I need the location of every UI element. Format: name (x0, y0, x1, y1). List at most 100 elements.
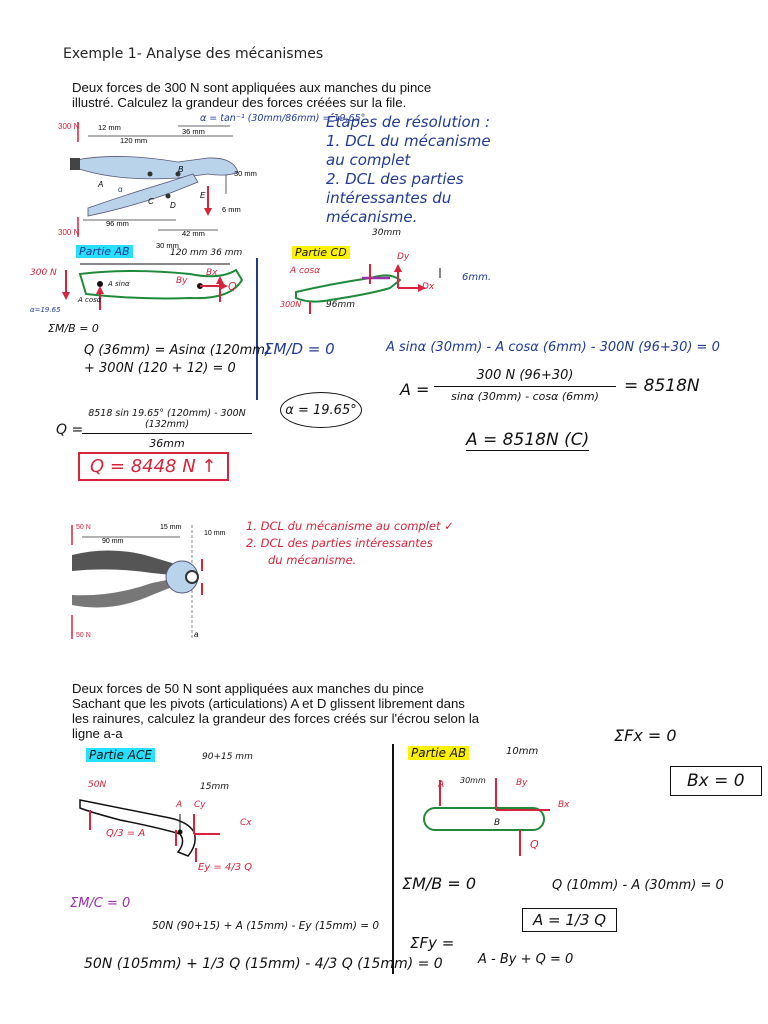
eq-a-denominator: sinα (30mm) - cosα (6mm) (451, 390, 599, 403)
eq-b3: Q (10mm) - A (30mm) = 0 (552, 878, 724, 893)
partie-cd-dy: Dy (397, 252, 410, 262)
fig1-label-c: C (148, 197, 154, 206)
page-title: Exemple 1- Analyse des mécanismes (63, 46, 324, 62)
problem1-line1: Deux forces de 300 N sont appliquées aux… (72, 80, 432, 95)
fig1-dim-12: 12 mm (98, 123, 121, 132)
fig1-dim-36: 36 mm (182, 127, 205, 136)
moment-b2-eq: ΣM/B = 0 (402, 874, 477, 893)
problem1-line2: illustré. Calculez la grandeur des force… (72, 95, 407, 110)
partie-ab2-a: A (438, 780, 445, 790)
eq-c-line2: 50N (105mm) + 1/3 Q (15mm) - 4/3 Q (15mm… (84, 956, 443, 972)
partie-ace-ey: Ey = 4/3 Q (198, 862, 253, 873)
fig1-alpha: α (118, 185, 123, 194)
eq-b-line1: Q (36mm) = Asinα (120mm) (84, 343, 271, 358)
eq-q-lhs: Q = (56, 422, 84, 438)
steps-note-2: 1. DCL du mécanisme au complet ✓ 2. DCL … (246, 518, 454, 569)
alpha-circled: α = 19.65° (280, 392, 362, 428)
fig1-dim-96: 96 mm (106, 219, 129, 228)
eq-b-line2: + 300N (120 + 12) = 0 (84, 361, 236, 376)
fig1-force-bottom: 300 N (58, 228, 80, 237)
partie-ab-acos: A cosα (78, 296, 102, 304)
partie-ace-cx: Cx (240, 818, 252, 828)
problem2-line2: Sachant que les pivots (articulations) A… (72, 696, 465, 711)
sum-fy: ΣFy = (410, 934, 455, 952)
partie-cd-title: Partie CD (292, 246, 350, 259)
partie-ace-dim2: 15mm (200, 782, 229, 792)
eq-q-denominator: 36mm (149, 437, 185, 450)
fig1-dim-30: 30 mm (234, 169, 257, 178)
problem1-statement: Deux forces de 300 N sont appliquées aux… (72, 80, 431, 110)
partie-ab2-by: By (516, 778, 528, 788)
steps-note: Étapes de résolution : 1. DCL du mécanis… (326, 113, 506, 227)
eq-fy: A - By + Q = 0 (478, 952, 574, 967)
fig2-force-bottom: 50 N (76, 632, 91, 639)
partie-ab-alpha: α=19.65 (30, 306, 61, 314)
partie-ab-q: Q (228, 280, 237, 293)
steps-item-2: 2. DCL des parties intéressantes du méca… (326, 170, 464, 226)
partie-ab-title: Partie AB (76, 245, 133, 258)
fig1-label-e: E (200, 191, 206, 200)
partie-ab-by: By (176, 276, 188, 286)
partie-ab2-fbd (423, 778, 550, 856)
problem2-line4: ligne a-a (72, 726, 123, 741)
partie-ab-dims: 120 mm 36 mm (170, 248, 243, 258)
partie-cd-fbd (295, 264, 441, 314)
fig1-dim-42: 42 mm (182, 229, 205, 238)
eq-d: A sinα (30mm) - A cosα (6mm) - 300N (96+… (386, 340, 720, 355)
partie-cd-300: 300N (280, 300, 302, 309)
steps2-item-1: 1. DCL du mécanisme au complet ✓ (246, 519, 454, 533)
pliers-figure-2: 50 N 50 N 90 mm 15 mm 10 mm a (71, 524, 226, 640)
fig1-dim-30b: 30 mm (156, 241, 179, 250)
partie-ab-300n: 300 N (30, 268, 57, 278)
eq-q-fraction: 8518 sin 19.65° (120mm) - 300N (132mm) 3… (82, 408, 252, 450)
fig1-force-top: 300 N (58, 122, 80, 131)
fig1-dim-120: 120 mm (120, 136, 147, 145)
partie-cd-dx: Dx (422, 282, 435, 292)
eq-a-value: = 8518N (624, 376, 700, 396)
alpha-calc-note: α = tan⁻¹ (30mm/86mm) = 19.65° (200, 113, 366, 124)
partie-ace-q3: Q/3 = A (106, 828, 146, 839)
steps2-item-2: 2. DCL des parties intéressantes (246, 536, 433, 550)
fig1-dim-6: 6 mm (222, 205, 241, 214)
partie-cd-6: 6mm. (462, 272, 492, 283)
moment-b-eq: ΣM/B = 0 (48, 322, 99, 335)
fig2-dim-10: 10 mm (204, 530, 226, 537)
partie-ace-a: A (176, 800, 183, 810)
partie-ab2-q: Q (530, 838, 539, 851)
partie-ace-dim1: 90+15 mm (202, 752, 253, 762)
partie-ab-bx: Bx (206, 268, 218, 278)
fig2-label-a: a (194, 630, 199, 639)
eq-a-fraction: 300 N (96+30) sinα (30mm) - cosα (6mm) (434, 368, 616, 403)
partie-ace-title: Partie ACE (86, 748, 155, 762)
partie-ace-50n: 50N (88, 780, 107, 790)
result-a: A = 8518N (C) (466, 430, 590, 451)
partie-cd-30: 30mm (372, 228, 401, 238)
problem2-line1: Deux forces de 50 N sont appliquées aux … (72, 681, 424, 696)
partie-ab2-30: 30mm (460, 776, 486, 785)
steps-item-1: 1. DCL du mécanisme au complet (326, 132, 491, 169)
fig2-dim-15: 15 mm (160, 524, 182, 531)
partie-ab2-title: Partie AB (408, 746, 470, 760)
problem2-statement: Deux forces de 50 N sont appliquées aux … (72, 681, 479, 741)
partie-ab-asin: A sinα (108, 280, 130, 288)
steps-title: Étapes de résolution : (326, 113, 491, 131)
partie-ab2-bx: Bx (558, 800, 570, 810)
fig1-label-a: A (97, 180, 103, 189)
eq-q-numerator: 8518 sin 19.65° (120mm) - 300N (132mm) (82, 408, 252, 434)
eq-b-block: Q (36mm) = Asinα (120mm) + 300N (120 + 1… (84, 342, 270, 378)
fig1-label-b: B (178, 165, 184, 174)
result-q: Q = 8448 N ↑ (78, 452, 229, 481)
problem2-line3: les rainures, calculez la grandeur des f… (72, 711, 480, 726)
sum-fx: ΣFx = 0 (614, 726, 677, 745)
partie-cd-acos: A cosα (290, 266, 321, 276)
partie-cd-96: 96mm (326, 300, 355, 310)
moment-c-eq: ΣM/C = 0 (70, 896, 131, 911)
bx-box: Bx = 0 (670, 766, 762, 796)
moment-d-eq: ΣM/D = 0 (264, 340, 335, 358)
pliers-figure-1: 300 N 300 N 12 mm 120 mm 36 mm 30 mm 6 m… (58, 122, 257, 250)
eq-c-line1: 50N (90+15) + A (15mm) - Ey (15mm) = 0 (152, 920, 380, 932)
fig1-label-d: D (170, 201, 176, 210)
partie-ab2-b: B (494, 818, 501, 828)
divider-top (256, 258, 258, 400)
eq-a-lhs: A = (400, 380, 430, 399)
